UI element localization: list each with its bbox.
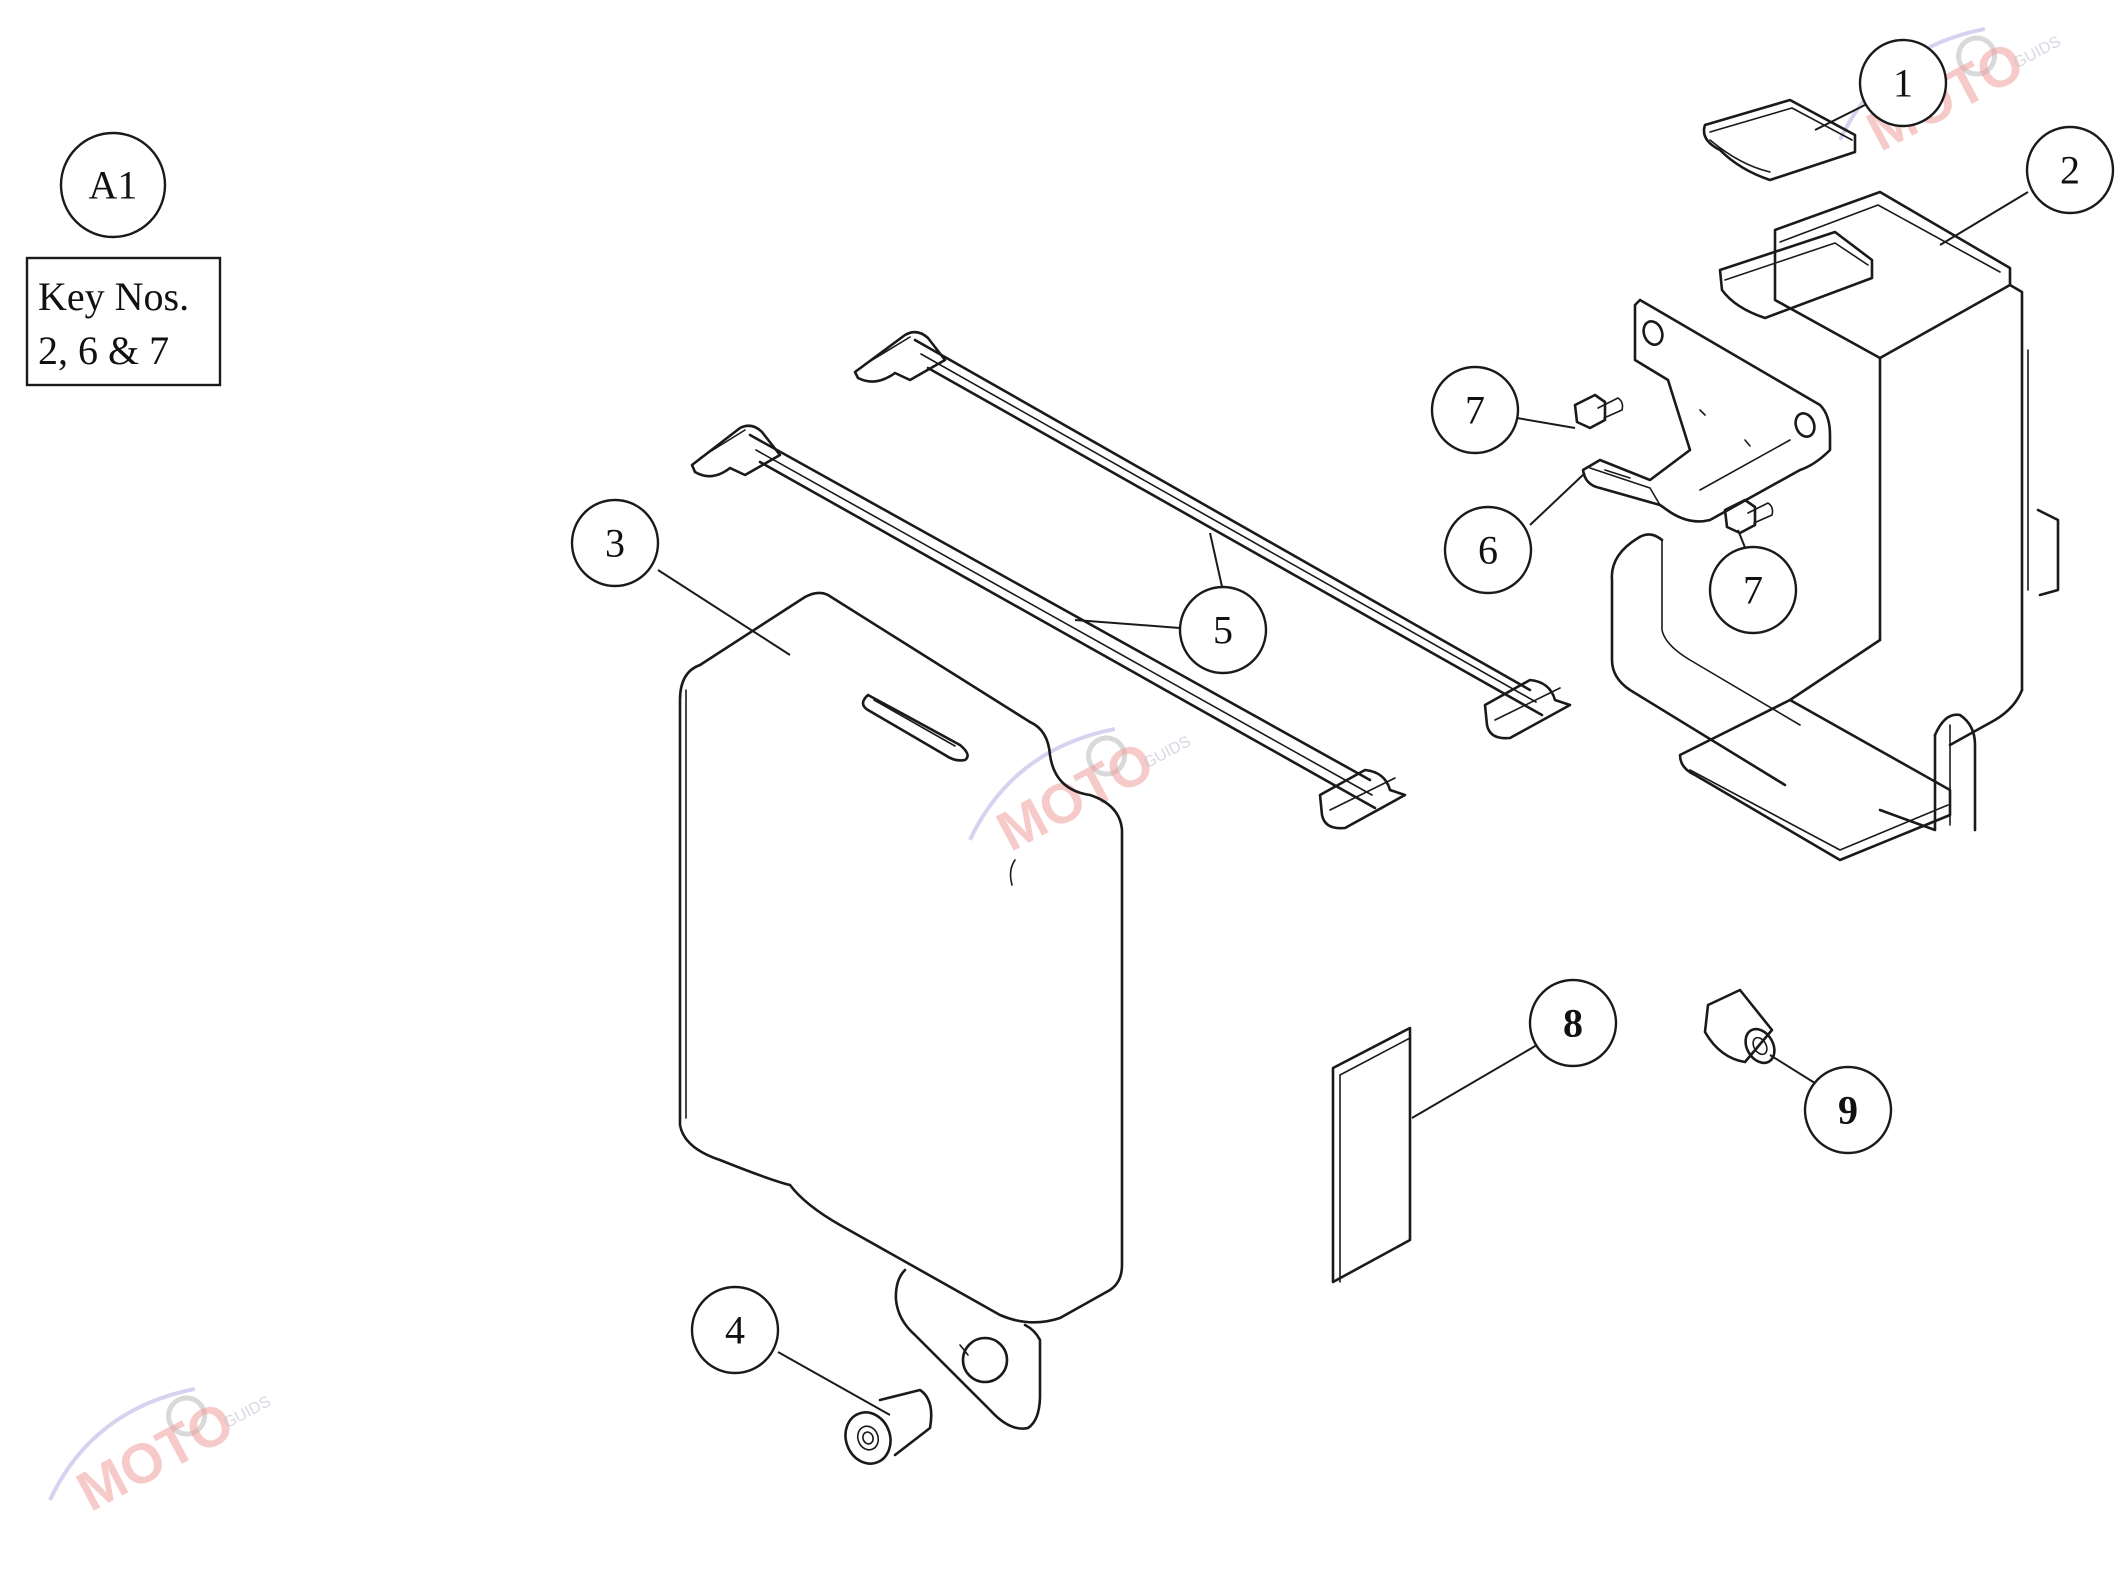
svg-text:3: 3	[605, 521, 625, 566]
callout-7-upper: 7	[1430, 365, 1520, 455]
part-2-battery-tray	[1610, 190, 2060, 862]
svg-text:MOTO: MOTO	[987, 729, 1164, 863]
svg-text:7: 7	[1465, 388, 1485, 433]
svg-text:GUIDS: GUIDS	[221, 1393, 274, 1432]
key-numbers-box: Key Nos. 2, 6 & 7	[25, 256, 222, 387]
callout-9: 9	[1803, 1065, 1893, 1155]
callout-7-lower: 7	[1708, 545, 1798, 635]
part-5-strap-rear	[853, 330, 1572, 740]
watermark-logo: MOTO GUIDS	[48, 1386, 274, 1523]
svg-text:6: 6	[1478, 528, 1498, 573]
part-7-bolt-upper	[1573, 393, 1624, 430]
part-6-bracket	[1581, 298, 1832, 523]
part-7-bolt-lower	[1723, 498, 1774, 535]
callout-6: 6	[1443, 505, 1533, 595]
svg-text:9: 9	[1838, 1088, 1858, 1133]
svg-text:MOTO: MOTO	[67, 1389, 244, 1523]
callout-4: 4	[690, 1285, 780, 1375]
watermark-logo: MOTO GUIDS	[968, 726, 1194, 863]
part-9-spacer	[1703, 988, 1776, 1065]
svg-text:2: 2	[2060, 148, 2080, 193]
callout-2: 2	[2025, 125, 2115, 215]
svg-text:GUIDS: GUIDS	[1141, 733, 1194, 772]
part-3-cover-plate	[678, 591, 1124, 1430]
part-1-clip	[1702, 98, 1857, 182]
part-4-grommet	[844, 1388, 933, 1465]
svg-text:GUIDS: GUIDS	[2011, 33, 2064, 72]
svg-text:Key Nos.: Key Nos.	[38, 274, 189, 319]
callout-5: 5	[1178, 585, 1268, 675]
svg-text:8: 8	[1563, 1001, 1583, 1046]
svg-text:7: 7	[1743, 568, 1763, 613]
svg-text:A1: A1	[89, 163, 138, 208]
assembly-label: A1	[59, 131, 167, 239]
part-8-pad	[1331, 1026, 1412, 1284]
svg-text:2, 6 & 7: 2, 6 & 7	[38, 328, 169, 373]
leader-lines	[657, 104, 2029, 1416]
callout-1: 1	[1858, 38, 1948, 128]
svg-text:1: 1	[1893, 61, 1913, 106]
part-5-strap-front	[690, 424, 1407, 830]
svg-text:5: 5	[1213, 608, 1233, 653]
callout-8: 8	[1528, 978, 1618, 1068]
svg-text:4: 4	[725, 1308, 745, 1353]
callout-3: 3	[570, 498, 660, 588]
